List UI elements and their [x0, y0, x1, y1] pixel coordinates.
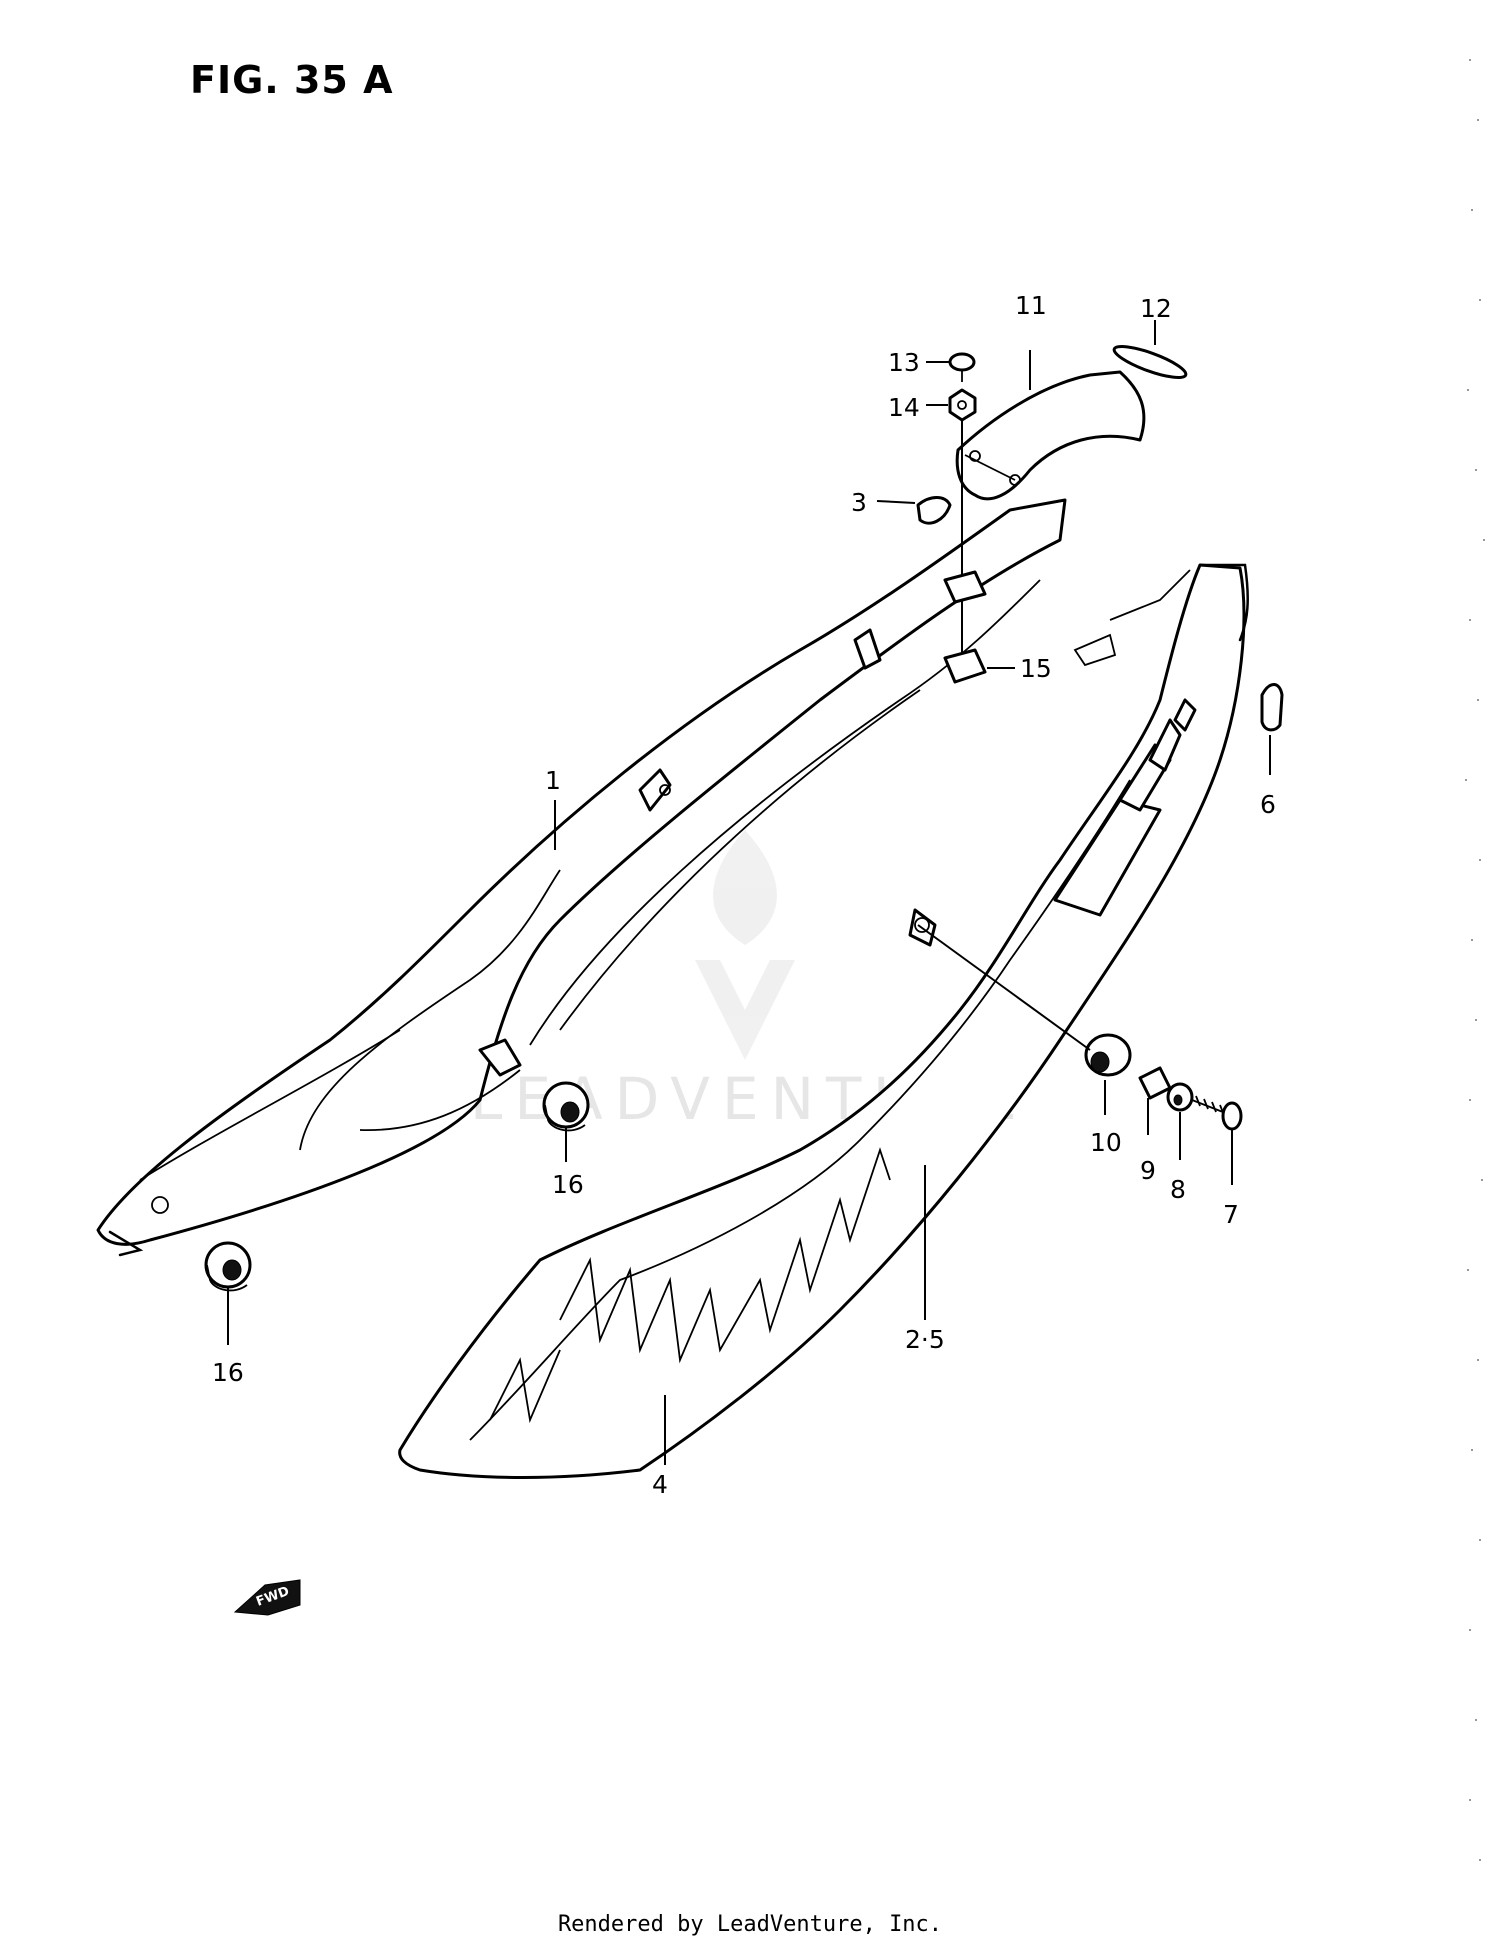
- washer-part-8: [1166, 1082, 1194, 1112]
- callout-16-upper: 16: [552, 1170, 584, 1199]
- strip-part-12: [1112, 344, 1188, 380]
- figure-title: FIG. 35 A: [190, 58, 394, 102]
- callout-7: 7: [1223, 1200, 1239, 1229]
- callout-14: 14: [888, 393, 920, 422]
- callout-6: 6: [1260, 790, 1276, 819]
- frame-cover-left-part-1: [96, 498, 1067, 1257]
- scan-edge-speckle: [1465, 59, 1485, 1861]
- callout-4: 4: [652, 1470, 668, 1499]
- callout-2-5: 2·5: [905, 1325, 945, 1354]
- leader-lines: [227, 320, 1271, 1465]
- callout-3: 3: [851, 488, 867, 517]
- bolt-part-7: [1191, 1095, 1243, 1131]
- spacer-part-9: [1138, 1066, 1172, 1100]
- callout-10: 10: [1090, 1128, 1122, 1157]
- frame-cover-right-part-4: [398, 563, 1249, 1479]
- callout-1: 1: [545, 766, 561, 795]
- grommet-part-10: [1084, 1033, 1132, 1077]
- grommet-part-16-a: [542, 1081, 590, 1132]
- clip-nut-part-15: [943, 570, 987, 684]
- grommet-part-16-b: [204, 1241, 252, 1292]
- emblem-part-6: [1260, 683, 1284, 732]
- callout-13: 13: [888, 348, 920, 377]
- bracket-part-11: [955, 370, 1146, 501]
- callout-12: 12: [1140, 294, 1172, 323]
- callout-11: 11: [1015, 291, 1047, 320]
- footer-credit: Rendered by LeadVenture, Inc.: [557, 1912, 943, 1937]
- clip-part-3: [916, 496, 952, 525]
- fwd-arrow-icon: FWD: [233, 1579, 301, 1616]
- callout-15: 15: [1020, 654, 1052, 683]
- callout-16-lower: 16: [212, 1358, 244, 1387]
- callout-8: 8: [1170, 1175, 1186, 1204]
- screw-part-13: [948, 352, 976, 382]
- callout-9: 9: [1140, 1156, 1156, 1185]
- nut-part-14: [948, 388, 977, 422]
- watermark-logo: [695, 830, 795, 1060]
